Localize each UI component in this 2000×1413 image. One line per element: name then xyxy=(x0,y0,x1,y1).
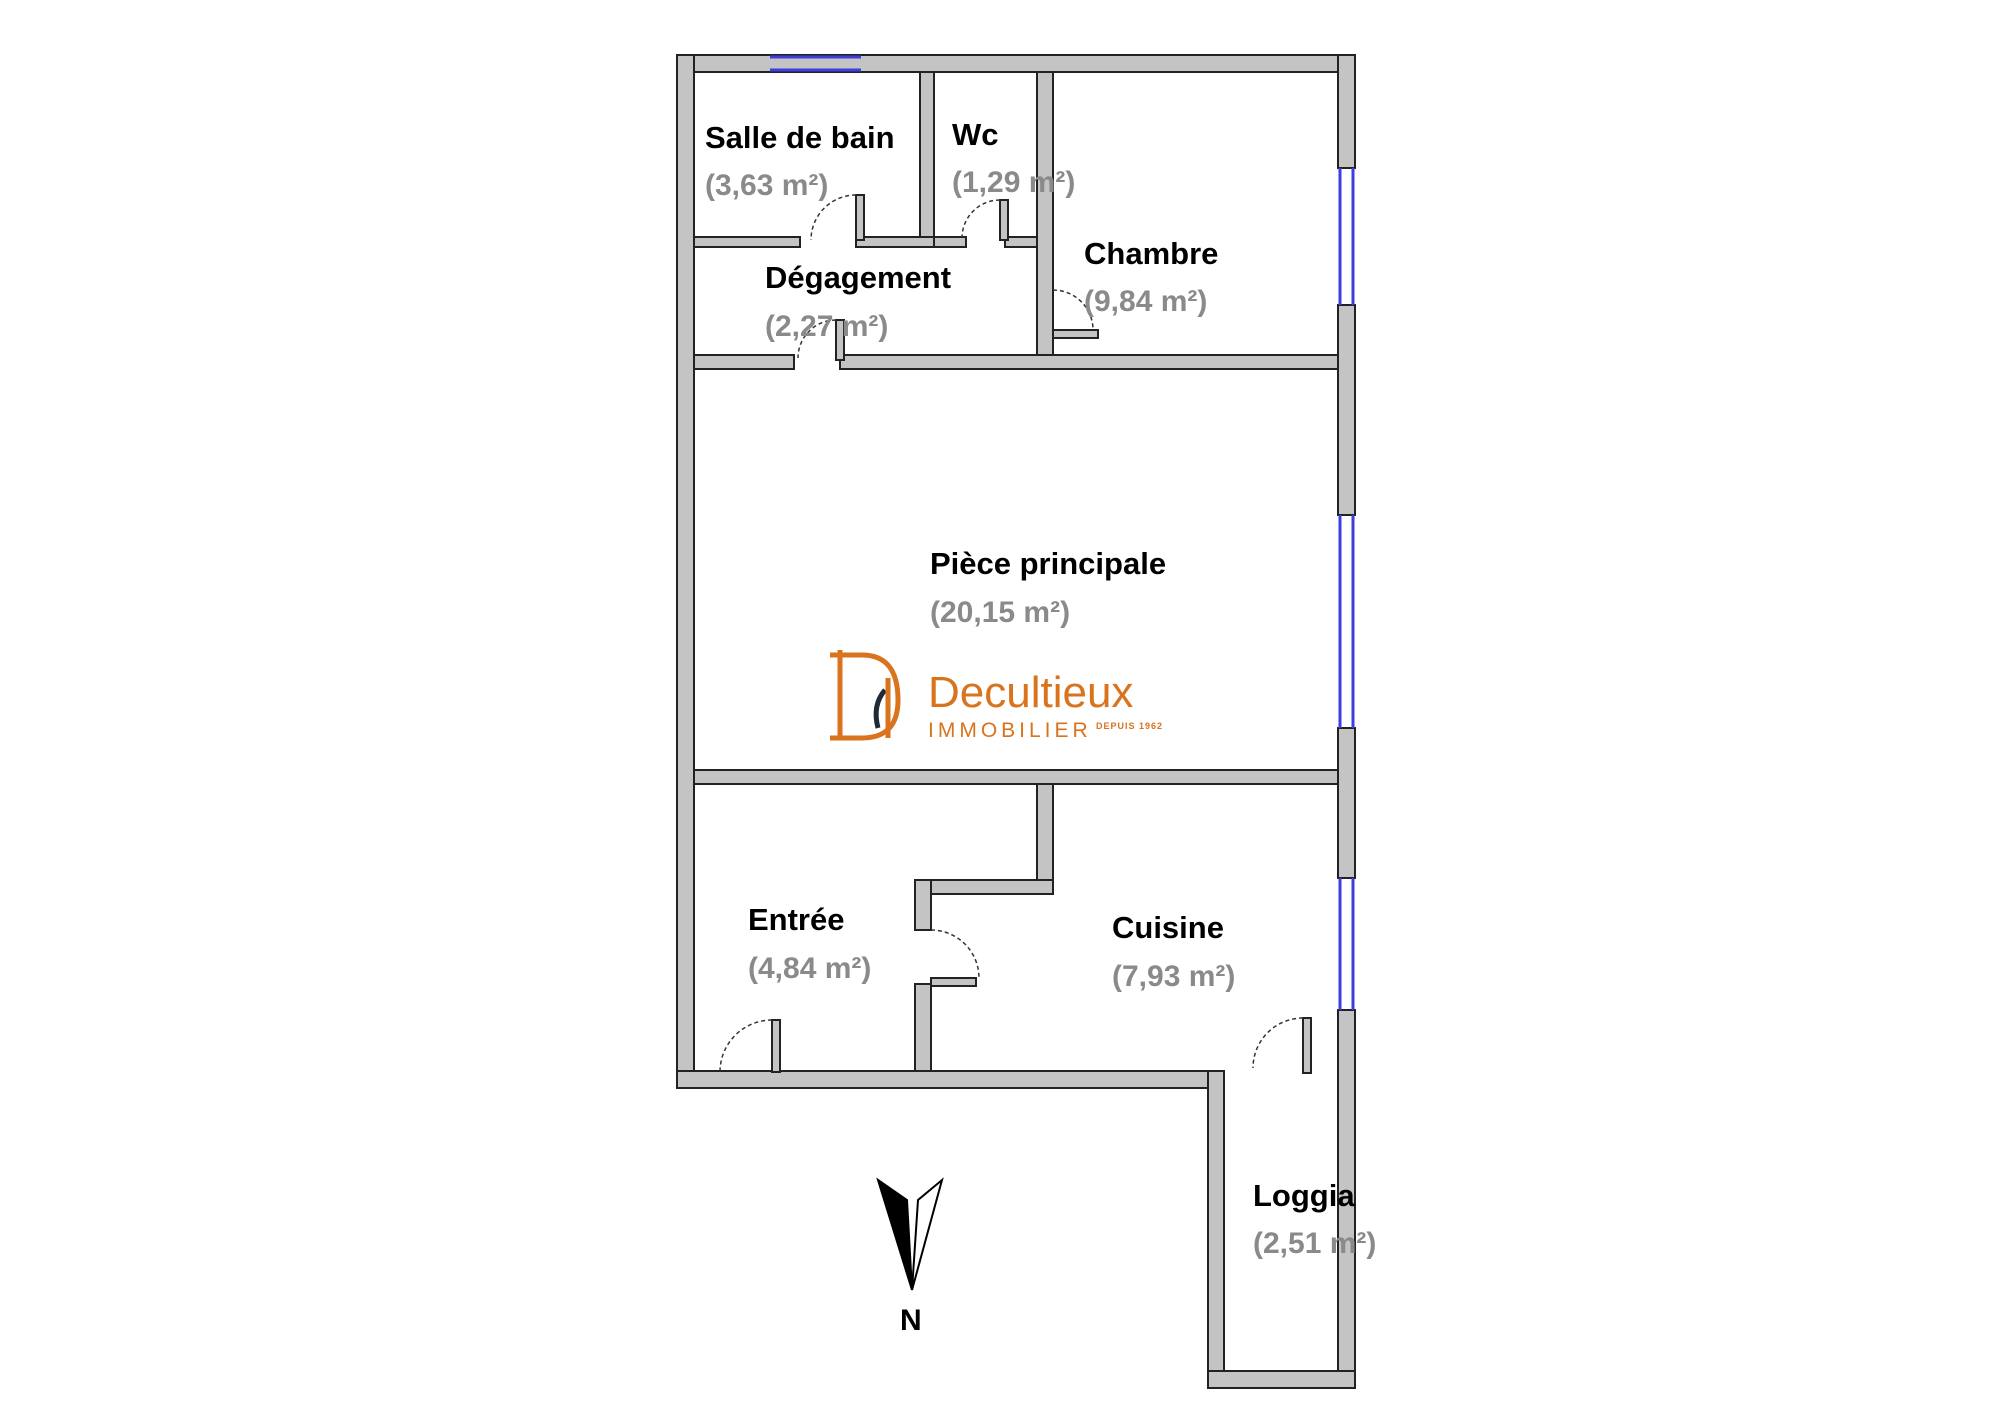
wall-bath-bottom-right xyxy=(855,236,935,248)
wall-entree-cuisine-step xyxy=(914,879,1054,895)
wall-outer-left xyxy=(676,54,695,1089)
wall-wc-chambre xyxy=(1036,71,1054,363)
door-bath-swing xyxy=(810,194,857,241)
wall-bath-wc xyxy=(919,71,935,243)
room-area-wc: (1,29 m²) xyxy=(952,166,1075,199)
room-area-loggia: (2,51 m²) xyxy=(1253,1227,1376,1260)
door-loggia-leaf xyxy=(1302,1017,1312,1074)
room-name-chambre: Chambre xyxy=(1084,236,1218,271)
room-name-cuisine: Cuisine xyxy=(1112,910,1224,945)
wall-degagement-bottom-left xyxy=(693,354,795,370)
door-wc-leaf xyxy=(999,199,1009,241)
room-area-entree: (4,84 m²) xyxy=(748,952,871,985)
wall-outer-right-mid1 xyxy=(1337,304,1356,516)
logo-monogram-accent xyxy=(873,688,887,729)
wall-degagement-bottom-right xyxy=(839,354,1339,370)
door-wc-swing xyxy=(961,199,1001,239)
room-name-degagement: Dégagement xyxy=(765,260,951,295)
wall-entree-cuisine-left-bottom xyxy=(914,983,932,1072)
room-area-chambre: (9,84 m²) xyxy=(1084,285,1207,318)
wall-wc-bottom-left xyxy=(933,236,967,248)
north-arrow-right xyxy=(911,1177,944,1291)
door-chambre-swing xyxy=(1052,289,1094,331)
room-area-cuisine: (7,93 m²) xyxy=(1112,960,1235,993)
room-name-piece-principale: Pièce principale xyxy=(930,546,1166,581)
wall-outer-bottom xyxy=(676,1070,1225,1089)
wall-entree-cuisine-left-top xyxy=(914,879,932,931)
door-entree-leaf xyxy=(771,1019,781,1073)
logo-subtitle: IMMOBILIER xyxy=(928,719,1092,742)
room-name-salle-de-bain: Salle de bain xyxy=(705,120,895,155)
wall-main-bottom xyxy=(693,769,1339,785)
room-name-entree: Entrée xyxy=(748,902,844,937)
north-label: N xyxy=(900,1304,922,1337)
north-arrow-left xyxy=(876,1177,913,1291)
room-area-degagement: (2,27 m²) xyxy=(765,310,888,343)
door-cuisine-leaf xyxy=(930,977,977,987)
door-entree-swing xyxy=(719,1019,773,1073)
windows xyxy=(770,55,1355,1010)
wall-loggia-bottom xyxy=(1207,1370,1356,1389)
room-name-wc: Wc xyxy=(952,117,999,152)
brand-logo: Decultieux IMMOBILIER DEPUIS 1962 xyxy=(830,650,1163,742)
door-chambre-leaf xyxy=(1052,329,1099,339)
logo-since: DEPUIS 1962 xyxy=(1096,721,1163,731)
north-arrow-icon: N xyxy=(876,1177,944,1337)
wall-wc-bottom-right xyxy=(1004,236,1038,248)
door-degagement-swing xyxy=(797,319,837,359)
room-area-piece-principale: (20,15 m²) xyxy=(930,596,1070,629)
logo-monogram xyxy=(830,652,901,741)
room-area-salle-de-bain: (3,63 m²) xyxy=(705,169,828,202)
door-degagement-leaf xyxy=(835,319,845,361)
logo-name: Decultieux xyxy=(928,668,1133,717)
door-bath-leaf xyxy=(855,194,865,241)
door-loggia-swing xyxy=(1252,1017,1304,1069)
wall-outer-right-top xyxy=(1337,54,1356,169)
wall-loggia-left xyxy=(1207,1070,1225,1389)
door-cuisine-swing xyxy=(930,929,980,979)
doors xyxy=(719,194,1312,1074)
walls xyxy=(676,54,1356,1389)
wall-bath-bottom-left xyxy=(693,236,801,248)
room-name-loggia: Loggia xyxy=(1253,1178,1355,1213)
wall-entree-cuisine-top xyxy=(1036,783,1054,885)
wall-outer-right-mid2 xyxy=(1337,727,1356,879)
